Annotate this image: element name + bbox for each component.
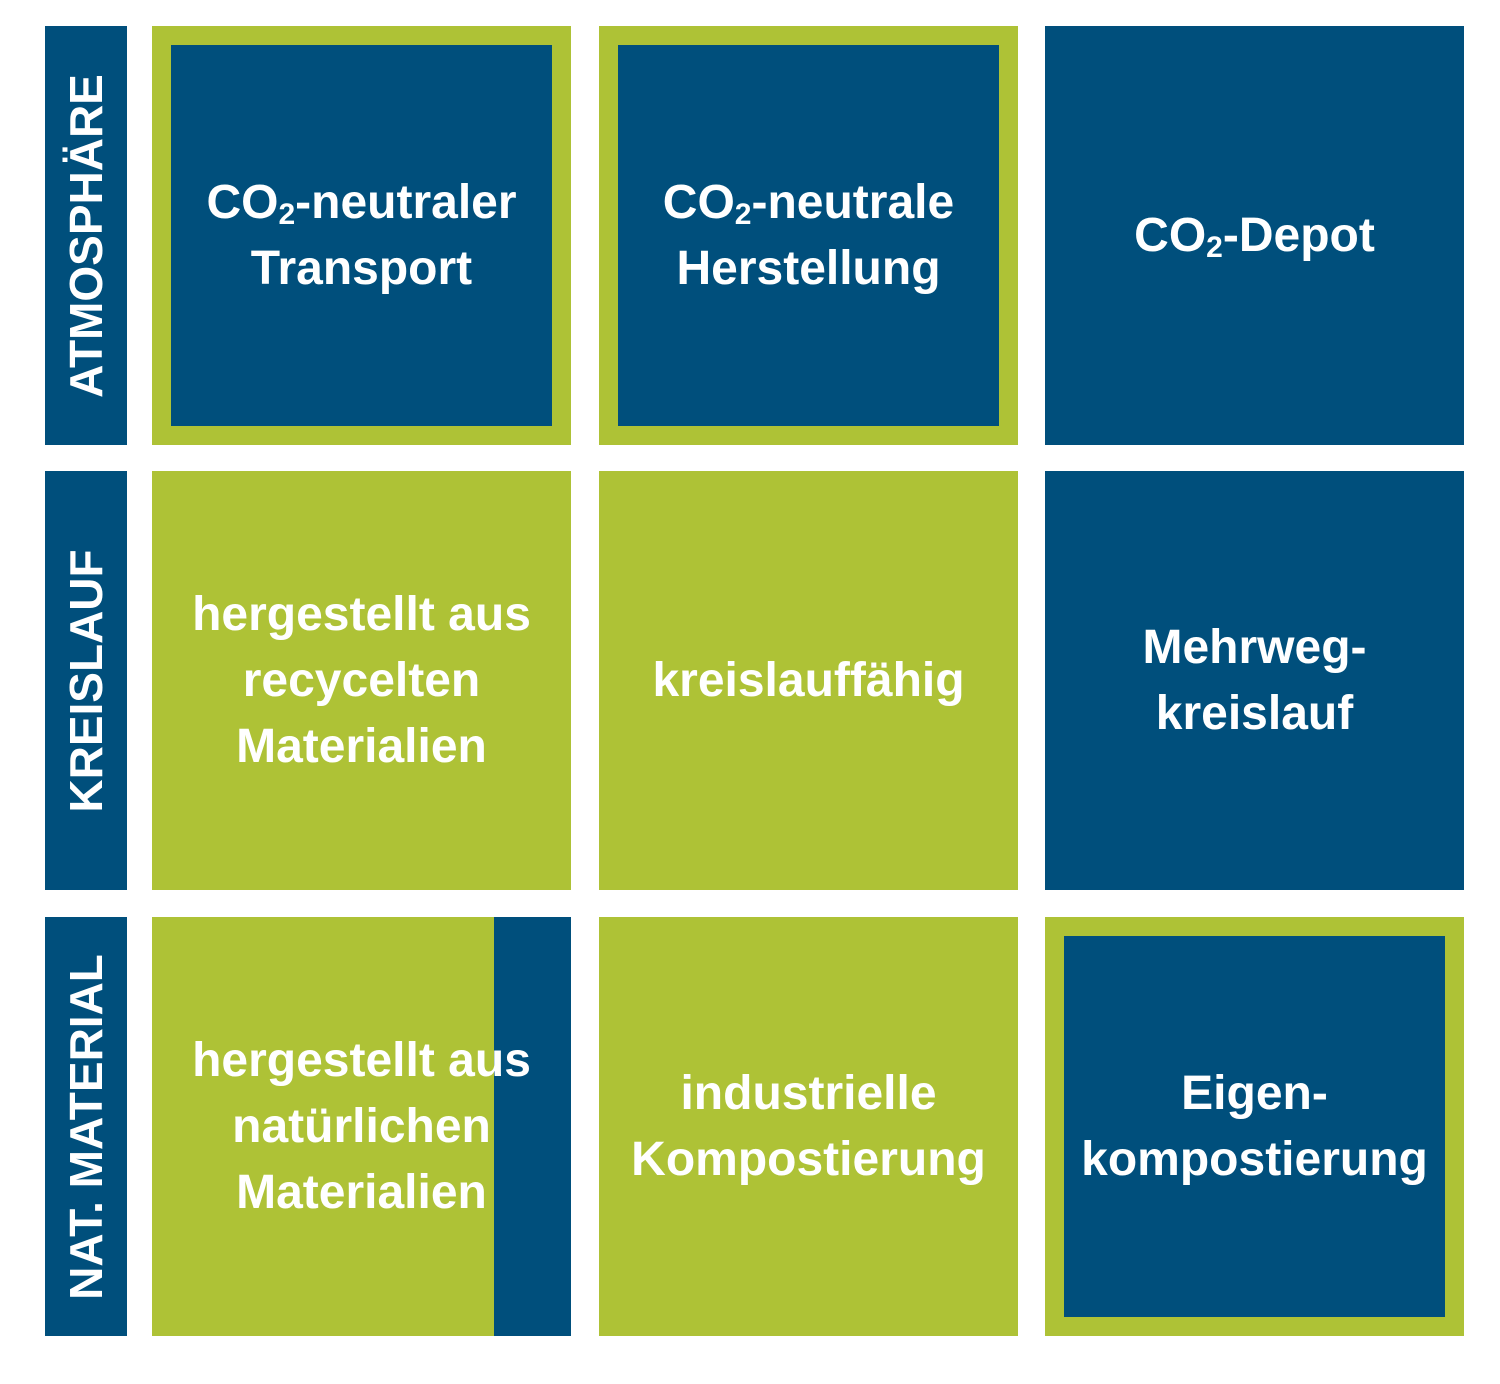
row-label-text: ATMOSPHÄRE [60, 73, 112, 398]
row-label-nat-material: NAT. MATERIAL [45, 917, 127, 1336]
tile-text: Materialien [236, 1165, 487, 1219]
tile-co2-depot: CO2-Depot [1045, 26, 1464, 445]
tile-text: -neutrale [751, 175, 955, 229]
row-label-text: KREISLAUF [60, 548, 112, 813]
tile-eigenkompostierung: Eigen- kompostierung [1045, 917, 1464, 1336]
tile-text: hergestellt aus [192, 587, 531, 641]
tile-text: Kompostierung [631, 1132, 986, 1186]
tile-text: Transport [250, 241, 473, 295]
tile-text: Herstellung [676, 241, 941, 295]
tile-recycelte-materialien: hergestellt aus recycelten Materialien [152, 471, 571, 890]
tile-mehrwegkreislauf: Mehrweg- kreislauf [1045, 471, 1464, 890]
tile-text: hergestellt aus [192, 1033, 531, 1087]
tile-text: natürlichen [232, 1099, 491, 1153]
tile-text: kreislauffähig [652, 653, 965, 707]
tile-kreislauffaehig: kreislauffähig [599, 471, 1018, 890]
tile-co2-neutrale-herstellung: CO2-neutrale Herstellung [599, 26, 1018, 445]
subscript: 2 [278, 197, 296, 231]
tile-industrielle-kompostierung: industrielle Kompostierung [599, 917, 1018, 1336]
tile-text: -neutraler [295, 175, 517, 229]
tile-text: Mehrweg- [1142, 620, 1367, 674]
row-label-kreislauf: KREISLAUF [45, 471, 127, 890]
tile-text: CO [1134, 208, 1207, 262]
tile-text: -Depot [1222, 208, 1375, 262]
row-label-atmosphaere: ATMOSPHÄRE [45, 26, 127, 445]
tile-text: Eigen- [1181, 1066, 1328, 1120]
tile-text: CO [662, 175, 735, 229]
tile-text: recycelten [242, 653, 481, 707]
subscript: 2 [734, 197, 752, 231]
tile-text: industrielle [680, 1066, 937, 1120]
row-label-text: NAT. MATERIAL [60, 953, 112, 1300]
tile-text: CO [206, 175, 279, 229]
tile-natuerliche-materialien: hergestellt aus natürlichen Materialien [152, 917, 571, 1336]
tile-co2-neutraler-transport: CO2-neutraler Transport [152, 26, 571, 445]
tile-text: Materialien [236, 719, 487, 773]
tile-text: kompostierung [1081, 1132, 1428, 1186]
subscript: 2 [1206, 230, 1223, 264]
tile-text: kreislauf [1155, 686, 1354, 740]
blue-side-bar [494, 917, 571, 1336]
